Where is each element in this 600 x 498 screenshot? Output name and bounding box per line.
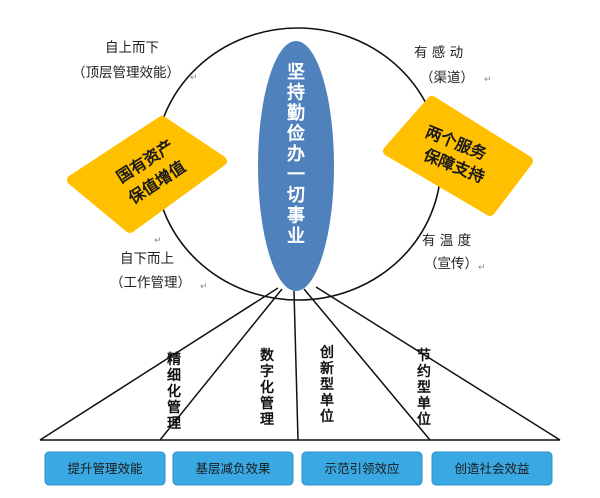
svg-text:↵: ↵ [478, 263, 486, 273]
fan-label-char: 约 [417, 363, 431, 380]
svg-text:↵: ↵ [154, 236, 162, 246]
fan-label-char: 细 [167, 367, 181, 384]
bottom-buttons: 提升管理效能 基层减负效果 示范引领效应 创造社会效益 [44, 451, 553, 486]
fan-label-char: 单 [417, 395, 431, 412]
bottom-button-label: 基层减负效果 [195, 461, 271, 476]
label-top-left-line1: 自上而下 [105, 40, 159, 56]
central-pillar-char: 事 [287, 205, 305, 227]
diamond-right: 两个服务 保障支持 [383, 96, 533, 216]
label-bottom-right-line2: （宣传） [424, 256, 478, 272]
fan-label-char: 化 [167, 383, 181, 400]
fan-label-char: 数 [260, 347, 275, 364]
fan-label-char: 管 [167, 399, 181, 416]
label-bottom-right: 有 温 度 （宣传） [422, 233, 478, 272]
fan-label-char: 新 [320, 360, 334, 377]
fan-label-char: 管 [260, 395, 274, 412]
label-bottom-left-line1: 自下而上 [120, 251, 174, 267]
bottom-button-3[interactable]: 示范引领效应 [301, 451, 423, 486]
central-pillar-char: 业 [287, 226, 305, 247]
label-top-right: 有 感 动 （渠道） [414, 44, 474, 86]
bottom-button-box[interactable] [172, 451, 294, 486]
label-top-left-line2: （顶层管理效能） [72, 65, 180, 81]
return-marks: ↵ ↵ ↵ ↵ ↵ [154, 73, 492, 292]
central-pillar-char: 勤 [287, 102, 305, 124]
central-pillar-char: 办 [287, 143, 305, 165]
svg-text:↵: ↵ [190, 73, 198, 83]
fan-lines [39, 286, 561, 441]
diamond-right-shape [383, 96, 533, 216]
bottom-button-1[interactable]: 提升管理效能 [44, 451, 166, 486]
bottom-button-label: 示范引领效应 [324, 461, 399, 476]
bottom-button-label: 提升管理效能 [67, 461, 143, 476]
central-pillar-shape [258, 41, 334, 291]
diamond-left-shape [67, 116, 227, 233]
label-bottom-right-line1: 有 温 度 [422, 233, 471, 249]
bottom-button-box[interactable] [431, 451, 553, 486]
central-pillar-char: 俭 [287, 123, 305, 145]
central-pillar-char: 持 [287, 82, 305, 104]
bottom-button-box[interactable] [301, 451, 423, 486]
bottom-button-4[interactable]: 创造社会效益 [431, 451, 553, 486]
svg-text:↵: ↵ [484, 75, 492, 85]
fan-label-char: 字 [260, 363, 274, 380]
label-bottom-left-line2: （工作管理） [110, 275, 191, 291]
fan-label-char: 创 [319, 344, 334, 361]
central-pillar-char: 切 [287, 185, 305, 206]
central-pillar-char: 坚 [287, 62, 305, 83]
bottom-button-box[interactable] [44, 451, 166, 486]
fan-label-char: 节 [417, 347, 431, 364]
label-top-right-line1: 有 感 动 [414, 44, 463, 61]
fan-label-char: 精 [167, 351, 181, 368]
svg-text:↵: ↵ [200, 282, 208, 292]
central-pillar-char: 一 [287, 165, 305, 186]
bottom-button-label: 创造社会效益 [454, 461, 529, 476]
label-top-left: 自上而下 （顶层管理效能） [72, 40, 180, 81]
fan-label-char: 位 [417, 411, 431, 428]
fan-label-char: 理 [167, 416, 181, 432]
fan-label-char: 化 [260, 379, 274, 396]
fan-label-char: 理 [260, 412, 274, 428]
label-top-right-line2: （渠道） [420, 70, 474, 86]
fan-label-char: 位 [320, 408, 334, 425]
fan-label-char: 型 [320, 376, 334, 393]
label-bottom-left: 自下而上 （工作管理） [110, 251, 191, 291]
fan-label-char: 型 [417, 379, 431, 396]
bottom-button-2[interactable]: 基层减负效果 [172, 451, 294, 486]
fan-label-char: 单 [320, 392, 334, 409]
diamond-left: 国有资产 保值增值 [67, 116, 227, 233]
